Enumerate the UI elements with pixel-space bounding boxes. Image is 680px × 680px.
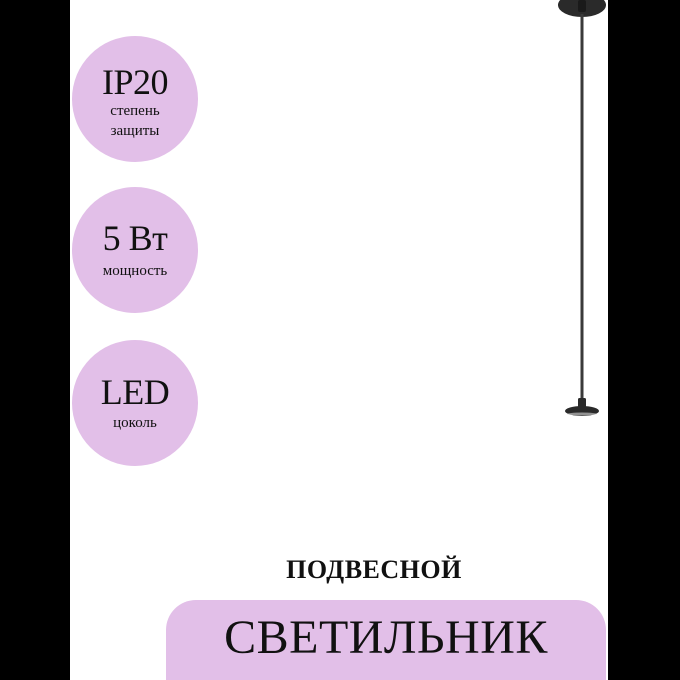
badge-power: 5 Вт мощность bbox=[72, 187, 198, 313]
badge-power-label: мощность bbox=[102, 263, 168, 279]
pendant-lamp-icon bbox=[558, 0, 606, 416]
product-canvas: IP20 степень защиты 5 Вт мощность LED цо… bbox=[70, 0, 608, 680]
product-title: СВЕТИЛЬНИК bbox=[224, 611, 548, 664]
badge-power-value: 5 Вт bbox=[102, 218, 168, 258]
badge-protection-label-1: степень bbox=[110, 103, 160, 119]
badge-protection: IP20 степень защиты bbox=[72, 36, 198, 162]
badge-protection-value: IP20 bbox=[101, 62, 169, 102]
badge-protection-label-2: защиты bbox=[110, 123, 160, 139]
product-title-box: СВЕТИЛЬНИК bbox=[166, 600, 606, 680]
badge-socket: LED цоколь bbox=[72, 340, 198, 466]
badge-socket-label: цоколь bbox=[113, 415, 157, 431]
badge-socket-value: LED bbox=[100, 372, 170, 412]
product-subtitle: ПОДВЕСНОЙ bbox=[286, 555, 462, 584]
